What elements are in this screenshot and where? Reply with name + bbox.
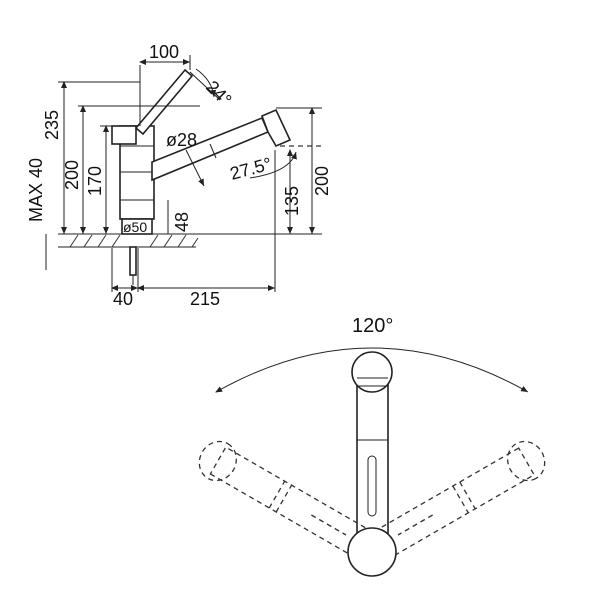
rotation-angle-label: 120° <box>352 315 393 337</box>
spout-right-position <box>367 440 546 563</box>
top-view: 120° <box>198 315 546 577</box>
dim-135: 135 <box>282 186 302 216</box>
dim-200-right: 200 <box>312 166 332 196</box>
dim-200-left: 200 <box>62 160 82 190</box>
dim-48: 48 <box>172 212 192 232</box>
dim-215: 215 <box>190 289 220 309</box>
dim-max-40: MAX 40 <box>26 158 46 222</box>
spout-center <box>351 351 393 546</box>
dim-diameter-50: ø50 <box>123 219 147 235</box>
rotation-arc <box>215 347 529 393</box>
spout-left-position <box>198 440 377 562</box>
dim-235: 235 <box>42 110 62 140</box>
dimension-lines <box>45 55 322 292</box>
dim-100: 100 <box>149 42 179 62</box>
dim-24-degree: 24° <box>202 77 235 110</box>
side-view: 100 24° 235 200 170 MAX 40 ø28 27.5° 135… <box>26 42 332 309</box>
faucet-base-circle <box>347 527 397 577</box>
dim-27-5-degree: 27.5° <box>228 154 274 184</box>
countertop <box>58 233 322 248</box>
faucet-body <box>111 68 292 285</box>
dim-diameter-28: ø28 <box>166 130 197 150</box>
dim-170: 170 <box>85 166 105 196</box>
dim-40: 40 <box>113 289 133 309</box>
